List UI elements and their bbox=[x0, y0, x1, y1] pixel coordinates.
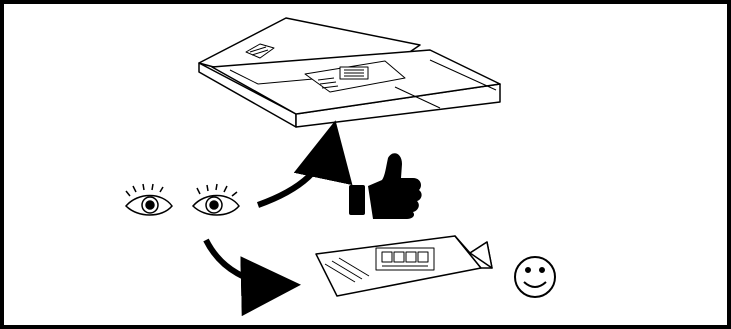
curved-arrow-down-icon bbox=[203, 238, 301, 317]
eyes-icon bbox=[124, 183, 240, 216]
open-box-icon bbox=[198, 17, 501, 128]
smiley-face-icon bbox=[514, 256, 556, 298]
folded-document-icon bbox=[315, 235, 493, 297]
thumbs-up-icon bbox=[349, 153, 422, 219]
curved-arrow-up-icon bbox=[256, 120, 353, 208]
